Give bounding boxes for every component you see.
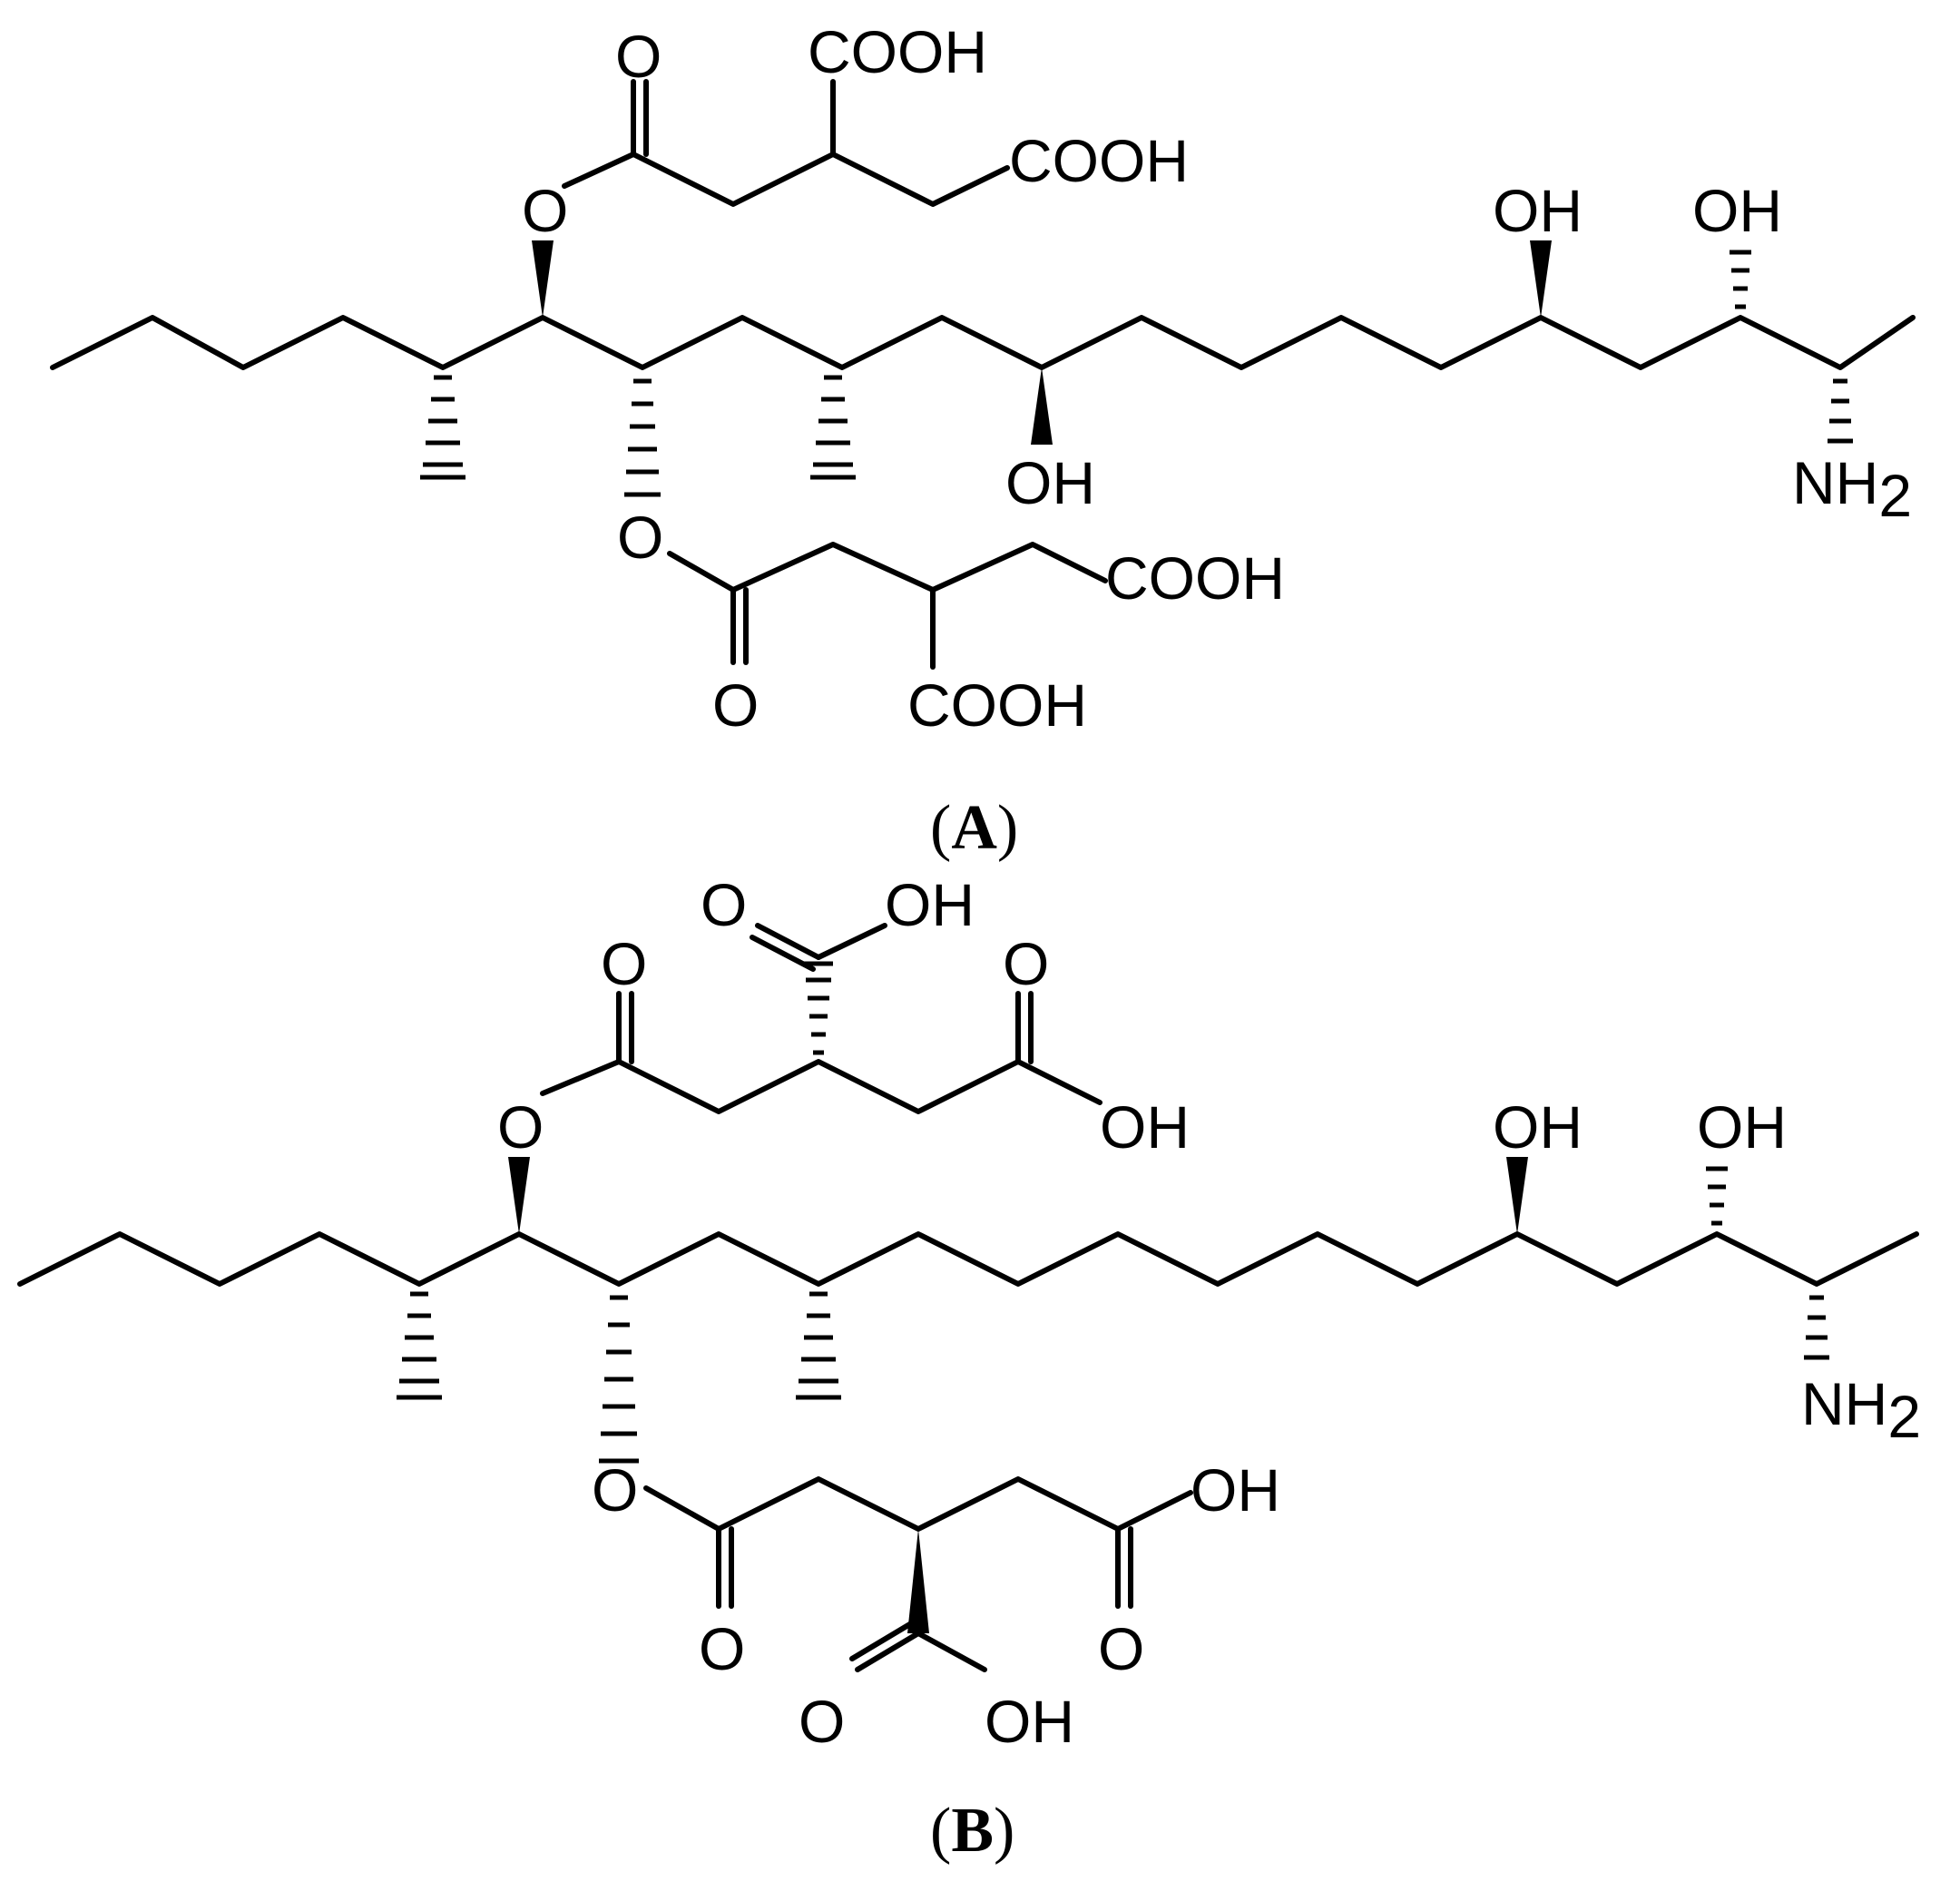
structure-a-main-chain <box>50 315 1916 370</box>
structure-b-wedge-lower-acid <box>907 1529 929 1633</box>
structure-b-methyl-1 <box>397 1291 442 1400</box>
structure-b-hash-lower-ester <box>599 1295 639 1464</box>
structure-a-amine-sub: 2 <box>1878 462 1912 529</box>
structure-b-acid-oh-bottom: OH <box>985 1688 1074 1755</box>
structure-a-methyl-1 <box>420 375 466 480</box>
structure-b-hash-upper-acid <box>804 961 833 1055</box>
structure-b: O OH O O O OH OH OH NH2 O OH O O O OH (B… <box>17 871 1921 1866</box>
structure-b-hash-amine <box>1804 1295 1829 1360</box>
structure-b-wedge-upper-ester <box>508 1157 530 1234</box>
structure-b-upper-acid-oh-bond <box>816 923 887 960</box>
structure-b-acid-o-top: O <box>701 871 747 938</box>
structure-a-cooh-top: COOH <box>808 18 987 85</box>
structure-a-wedge-lower-oh <box>1031 367 1053 445</box>
structure-b-upper-acid-keto-2 <box>750 935 816 972</box>
structure-a-wedge-upper-ester <box>532 240 554 318</box>
structure-b-lower-chain <box>643 1476 1193 1532</box>
structure-b-amine: NH2 <box>1801 1370 1921 1450</box>
structure-b-lower-acid-oh-bond <box>916 1631 987 1672</box>
structure-a-oh-upper-2: OH <box>1692 177 1782 244</box>
structure-a-ester-o-top: O <box>522 177 568 244</box>
structure-b-keto-top-left: O <box>601 930 647 997</box>
structure-b-ester-o-top: O <box>497 1093 544 1161</box>
structure-b-keto-bottom-right: O <box>1098 1615 1144 1682</box>
structure-b-oh-lower-right: OH <box>1191 1456 1280 1524</box>
structure-a-keto-bottom: O <box>712 671 759 739</box>
structure-b-acid-oh-top: OH <box>885 871 975 938</box>
structure-a-wedge-upper-oh-1 <box>1530 240 1552 318</box>
structure-b-upper-chain <box>540 1059 1102 1114</box>
structure-a-lower-ester-chain <box>667 542 1108 593</box>
structure-a-hash-amine <box>1828 378 1853 444</box>
structure-a-cooh-right: COOH <box>1009 127 1189 194</box>
structure-b-lower-acid-keto-1 <box>855 1631 921 1672</box>
structure-b-lower-acid-keto-2 <box>849 1620 916 1661</box>
structure-a-oh-upper-1: OH <box>1493 177 1583 244</box>
structure-b-upper-acid-keto-1 <box>755 923 821 960</box>
structure-a-hash-upper-oh-2 <box>1730 250 1751 309</box>
structure-b-amine-sub: 2 <box>1887 1383 1921 1450</box>
structure-b-hash-upper-oh-2 <box>1706 1166 1728 1226</box>
structure-a-keto-top-left: O <box>615 23 662 90</box>
structure-b-oh-upper-2: OH <box>1697 1093 1787 1161</box>
structure-b-amine-base: NH <box>1801 1370 1887 1437</box>
structure-a-cooh-bottom: COOH <box>907 671 1087 739</box>
structure-a-oh-lower: OH <box>1005 449 1095 516</box>
structure-b-oh-right-acid: OH <box>1100 1093 1190 1161</box>
structure-b-wedge-upper-oh-1 <box>1506 1157 1528 1234</box>
structure-b-keto-bottom-left: O <box>699 1615 745 1682</box>
structure-b-methyl-2 <box>796 1291 841 1400</box>
structure-a-cooh-lower-right: COOH <box>1105 544 1285 612</box>
structure-b-ester-o-bottom: O <box>592 1456 638 1524</box>
structure-b-acid-o-bottom: O <box>799 1688 845 1755</box>
structure-a-amine-base: NH <box>1792 449 1878 516</box>
structure-b-oh-upper-1: OH <box>1493 1093 1583 1161</box>
structure-a: O COOH COOH O OH OH OH NH2 O COOH O COOH… <box>50 18 1916 863</box>
structure-a-caption: (A) <box>930 793 1018 863</box>
structure-a-hash-lower-ester <box>624 378 661 497</box>
structure-a-ester-o-bottom: O <box>617 504 663 571</box>
structure-a-methyl-2 <box>810 375 856 480</box>
structure-b-main-chain <box>17 1231 1919 1287</box>
structure-a-upper-ester-chain <box>562 152 1010 207</box>
structure-b-caption: (B) <box>930 1796 1014 1866</box>
structure-a-amine: NH2 <box>1792 449 1912 529</box>
structure-b-keto-top-right: O <box>1003 930 1049 997</box>
